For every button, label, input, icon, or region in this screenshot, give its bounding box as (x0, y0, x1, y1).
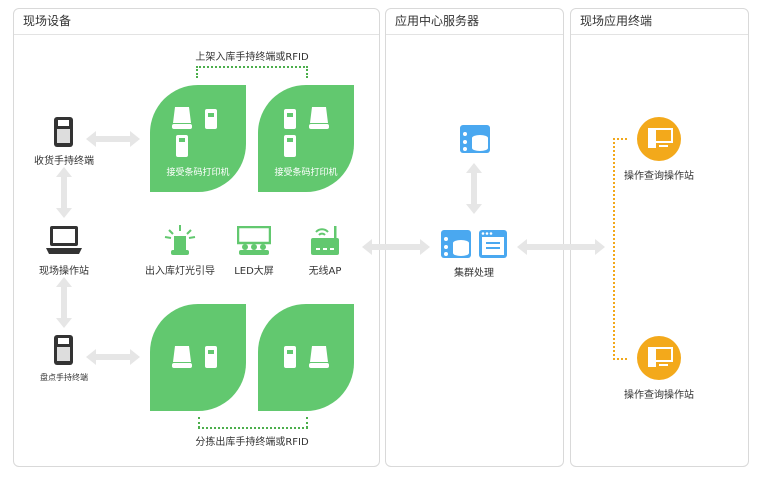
inventory-label: 盘点手持终端 (40, 373, 88, 382)
top-caption: 上架入库手持终端或RFID (195, 52, 309, 63)
leaf-label: 接受条码打印机 (166, 168, 230, 178)
center-panel: 应用中心服务器 (385, 8, 564, 467)
double-arrow (362, 239, 430, 255)
bottom-caption: 分拣出库手持终端或RFID (195, 437, 309, 448)
workstation-label: 现场操作站 (39, 266, 89, 277)
cluster-label: 集群处理 (454, 268, 494, 279)
workstation-icon (637, 336, 681, 380)
terminal-panel: 现场应用终端 (570, 8, 749, 467)
printer-group: 接受条码打印机 (258, 85, 354, 192)
printer-group (150, 304, 246, 411)
light-label: 出入库灯光引导 (145, 266, 215, 277)
double-arrow (56, 167, 72, 218)
printer-handheld-icons (284, 107, 329, 157)
laptop-icon (46, 226, 82, 254)
printer-group (258, 304, 354, 411)
printer-handheld-icons (172, 107, 217, 157)
station-label: 操作查询操作站 (624, 390, 694, 401)
station-label: 操作查询操作站 (624, 171, 694, 182)
panel-title: 现场应用终端 (571, 9, 748, 35)
leaf-label: 接受条码打印机 (274, 168, 338, 178)
double-arrow (517, 239, 605, 255)
double-arrow (466, 163, 482, 214)
double-arrow (86, 131, 140, 147)
printer-group: 接受条码打印机 (150, 85, 246, 192)
warning-light-icon (164, 225, 196, 255)
led-label: LED大屏 (234, 266, 274, 277)
handheld-terminal-icon (54, 335, 73, 365)
led-screen-icon (237, 226, 271, 255)
database-server-icon (441, 230, 471, 258)
database-server-icon (460, 125, 490, 153)
double-arrow (56, 277, 72, 328)
receiving-label: 收货手持终端 (34, 156, 94, 167)
wireless-ap-icon (311, 226, 339, 255)
printer-handheld-icons (172, 346, 217, 368)
ap-label: 无线AP (308, 266, 342, 277)
handheld-terminal-icon (54, 117, 73, 147)
workstation-icon (637, 117, 681, 161)
panel-title: 现场设备 (14, 9, 379, 35)
browser-window-icon (479, 230, 507, 258)
printer-handheld-icons (284, 346, 329, 368)
double-arrow (86, 349, 140, 365)
panel-title: 应用中心服务器 (386, 9, 563, 35)
